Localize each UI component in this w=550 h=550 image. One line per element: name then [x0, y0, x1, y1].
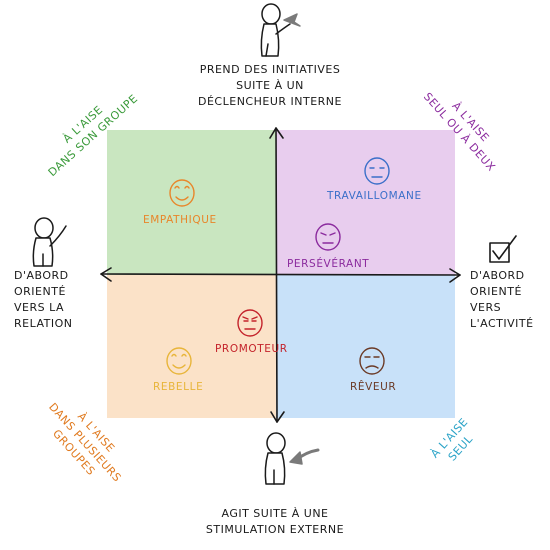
axis-label-right: D'abord orienté vers l'activité	[470, 268, 534, 332]
type-label-reveur: Rêveur	[350, 381, 397, 393]
axis-label-top-line-2: suite à un	[236, 79, 304, 92]
perseverant-face-icon	[315, 223, 341, 251]
type-label-empathique: Empathique	[143, 214, 217, 226]
type-label-rebelle: Rebelle	[153, 381, 204, 393]
axis-label-right-line-2: orienté	[470, 285, 522, 298]
quadrant-bottom-right	[276, 275, 455, 418]
axis-label-left-line-4: relation	[14, 317, 73, 330]
quadrant-bottom-left	[107, 275, 276, 418]
axis-label-left-line-2: orienté	[14, 285, 66, 298]
axis-label-right-line-4: l'activité	[470, 317, 534, 330]
axis-label-bottom: Agit suite à une stimulation externe	[185, 506, 365, 538]
quadrant-top-left	[107, 130, 276, 275]
axis-label-bottom-line-1: Agit suite à une	[221, 507, 329, 520]
stick-figure-waving-icon	[32, 217, 67, 267]
axis-label-top: Prend des initiatives suite à un déclenc…	[175, 62, 365, 110]
axis-label-top-line-1: Prend des initiatives	[199, 63, 341, 76]
axis-label-left-line-3: vers la	[14, 301, 65, 314]
checkbox-checked-icon	[489, 235, 517, 263]
type-label-perseverant: Persévérant	[287, 258, 370, 270]
type-label-travaillomane: Travaillomane	[327, 190, 422, 202]
promoteur-face-icon	[237, 309, 263, 337]
axis-label-left-line-1: D'abord	[14, 269, 69, 282]
horizontal-axis	[100, 267, 461, 283]
stick-figure-pointing-out-icon	[260, 3, 301, 57]
rebelle-face-icon	[166, 347, 192, 375]
reveur-face-icon	[359, 347, 385, 375]
quadrant-top-right	[276, 130, 455, 275]
axis-label-right-line-3: vers	[470, 301, 502, 314]
vertical-axis	[269, 127, 285, 423]
axis-label-top-line-3: déclencheur interne	[198, 95, 342, 108]
axis-label-right-line-1: D'abord	[470, 269, 525, 282]
axis-label-left: D'abord orienté vers la relation	[14, 268, 73, 332]
empathique-face-icon	[169, 179, 195, 207]
stick-figure-pointed-at-icon	[264, 432, 320, 485]
axis-label-bottom-line-2: stimulation externe	[205, 523, 345, 536]
type-label-promoteur: Promoteur	[215, 343, 288, 355]
travaillomane-face-icon	[364, 157, 390, 185]
